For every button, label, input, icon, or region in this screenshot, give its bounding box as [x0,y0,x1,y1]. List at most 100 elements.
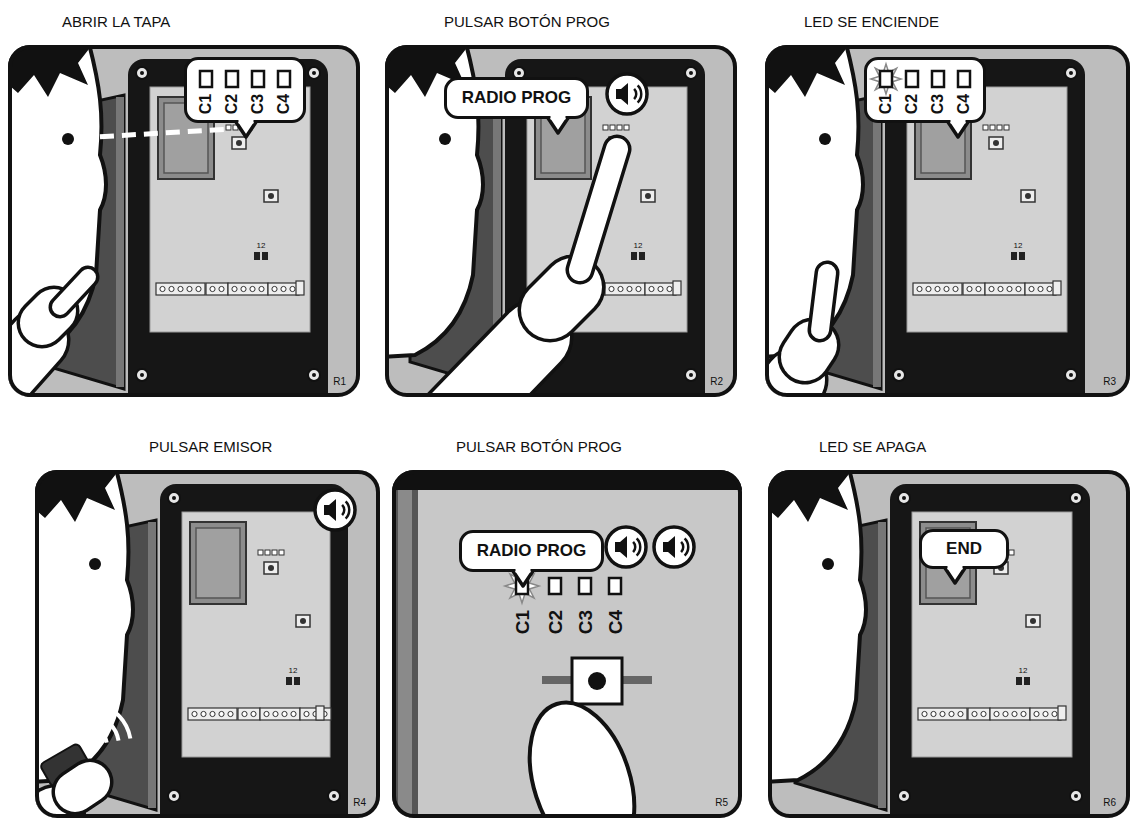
terminal-block [206,283,228,295]
illustration-part [239,118,254,124]
board-led [983,125,988,130]
terminal-block [913,283,962,295]
led-label: C4 [605,610,626,634]
panel-art [392,470,768,823]
terminal-screw [627,286,632,291]
screw-head [140,71,144,75]
screw [685,67,697,79]
button-cap [588,672,606,690]
terminal-screw [931,711,936,716]
screw-head [332,794,336,798]
terminal-screw [219,711,224,716]
led [880,71,892,87]
speech-bubble: RADIO PROG [459,530,604,572]
illustration-part [948,122,968,137]
illustration-part [341,504,345,516]
illustration-part [607,74,647,114]
screw [893,369,905,381]
led-label: C4 [955,94,973,114]
led-icon [271,67,297,91]
jumper-pin [254,252,260,260]
board-led [603,125,608,130]
led-column: C3 [926,67,950,113]
screw-head [1069,373,1073,377]
head [35,470,133,782]
screw [1065,369,1077,381]
terminal-screw [1038,286,1043,291]
led-label: C2 [903,94,921,114]
screw-head [312,71,316,75]
terminal-screw [241,286,246,291]
control-box [890,484,1090,818]
screw-head [172,794,176,798]
speaker-icon [606,527,646,567]
terminal-screw [219,286,224,291]
hand-fill [805,345,813,357]
panel-number: R1 [333,376,346,388]
board-led [272,550,277,555]
bubble-text: RADIO PROG [477,541,587,561]
terminal-block [985,283,1025,295]
led-icon [951,67,977,91]
bubble-text: END [946,539,982,559]
illustration-part [636,537,642,556]
speaker-icon [315,490,355,530]
terminal-screw [944,286,949,291]
terminal-screw [187,286,192,291]
panel-art [0,40,360,431]
panel-art [763,465,1130,823]
terminal-screw [926,286,931,291]
jumper-pin [262,252,268,260]
signal-wave [93,713,121,741]
control-box [160,484,348,818]
jumper-label: 12 [289,666,298,675]
bubble-tail [947,118,969,140]
terminal-block [605,283,645,295]
led-label: C3 [575,610,596,634]
terminal-screw [272,286,277,291]
speaker-icon [607,74,647,114]
terminal-screw [658,286,663,291]
illustration-part [516,567,531,573]
terminal-block [228,283,268,295]
led [549,578,561,594]
screw-head [897,373,901,377]
hand-outline [75,782,90,792]
led-glow [871,64,901,94]
speaker-icon [654,527,694,567]
terminal-screw [994,711,999,716]
illustration-part [324,499,336,521]
hand-outline [805,345,813,357]
screw-head [689,373,693,377]
circuit-board [182,512,330,757]
terminal-screw [940,711,945,716]
led-label: C4 [275,94,293,114]
led [252,71,264,87]
terminal-block [260,708,300,720]
bubble-tail [944,564,966,586]
terminal-screw [998,286,1003,291]
screw [308,67,320,79]
hand-outline [445,337,535,397]
led-icon [219,67,245,91]
illustration-part [548,118,568,133]
board-led [226,125,231,130]
screw-head [140,373,144,377]
led-column: C1 [874,67,898,113]
head [768,470,866,782]
terminal-screw [160,286,165,291]
button-cap [1025,193,1031,199]
button-cap [645,193,651,199]
illustration-part [345,500,351,519]
circuit-board [527,87,687,332]
button-cap [236,140,242,146]
illustration-part [684,537,690,556]
terminal-block [188,708,237,720]
board-led [997,125,1002,130]
jumper-pin [639,252,645,260]
panel-title: PULSAR BOTÓN PROG [444,13,610,31]
terminal-screw [196,286,201,291]
terminal-screw [169,286,174,291]
terminal-screw [1012,711,1017,716]
terminal-screw [972,711,977,716]
